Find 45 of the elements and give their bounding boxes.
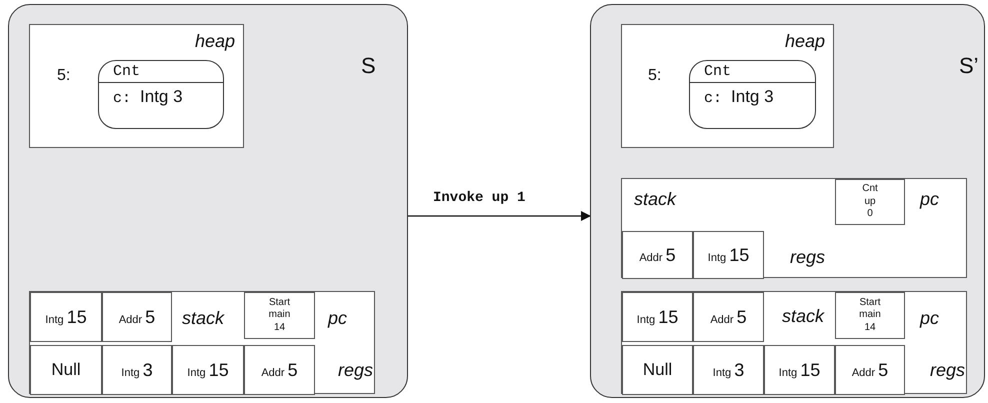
value-cell: Addr 5 (244, 345, 315, 395)
state-label: S (361, 53, 376, 79)
value-cell: Intg 15 (622, 292, 693, 342)
pc-cell: Start main 14 (244, 292, 315, 339)
pc-cell: Start main 14 (835, 292, 905, 339)
class-name: Cnt (704, 63, 732, 80)
value-cell: Intg 15 (172, 345, 244, 395)
pc-cell: Cnt up 0 (835, 179, 905, 225)
edge-label: Invoke up 1 (431, 190, 528, 206)
arrow (408, 211, 591, 221)
value-cell: Intg 15 (764, 345, 835, 395)
value-cell: Null (30, 345, 102, 395)
value-cell: Addr 5 (102, 292, 172, 342)
value-cell: Intg 3 (693, 345, 764, 395)
stack-frame (29, 291, 375, 394)
heap-box (29, 24, 244, 148)
field-value: c: Intg 3 (113, 87, 183, 107)
regs-label: regs (790, 247, 826, 268)
state-panel (8, 4, 408, 398)
state-label: S’ (959, 53, 979, 79)
regs-label: regs (930, 360, 966, 381)
pc-label: pc (328, 308, 348, 329)
heap-label: heap (194, 31, 235, 52)
class-name: Cnt (113, 63, 140, 80)
value-cell: Intg 3 (102, 345, 172, 395)
pc-label: pc (920, 308, 940, 329)
heap-label: heap (784, 31, 825, 52)
field-value: c: Intg 3 (704, 87, 774, 107)
stack-frame (621, 291, 967, 394)
value-cell: Addr 5 (835, 345, 905, 395)
state-panel (590, 4, 985, 398)
regs-label: regs (338, 360, 374, 381)
heap-box (621, 24, 834, 148)
stack-frame (621, 178, 967, 278)
pc-label: pc (920, 189, 940, 210)
value-cell: Null (622, 345, 693, 395)
address-label: 5: (648, 67, 662, 85)
value-cell: Addr 5 (693, 292, 764, 342)
stack-label: stack (782, 306, 824, 327)
address-label: 5: (57, 67, 70, 85)
stack-label: stack (634, 189, 676, 210)
value-cell: Intg 15 (693, 231, 764, 279)
value-cell: Intg 15 (30, 292, 102, 342)
value-cell: Addr 5 (622, 231, 693, 279)
stack-label: stack (182, 308, 224, 329)
